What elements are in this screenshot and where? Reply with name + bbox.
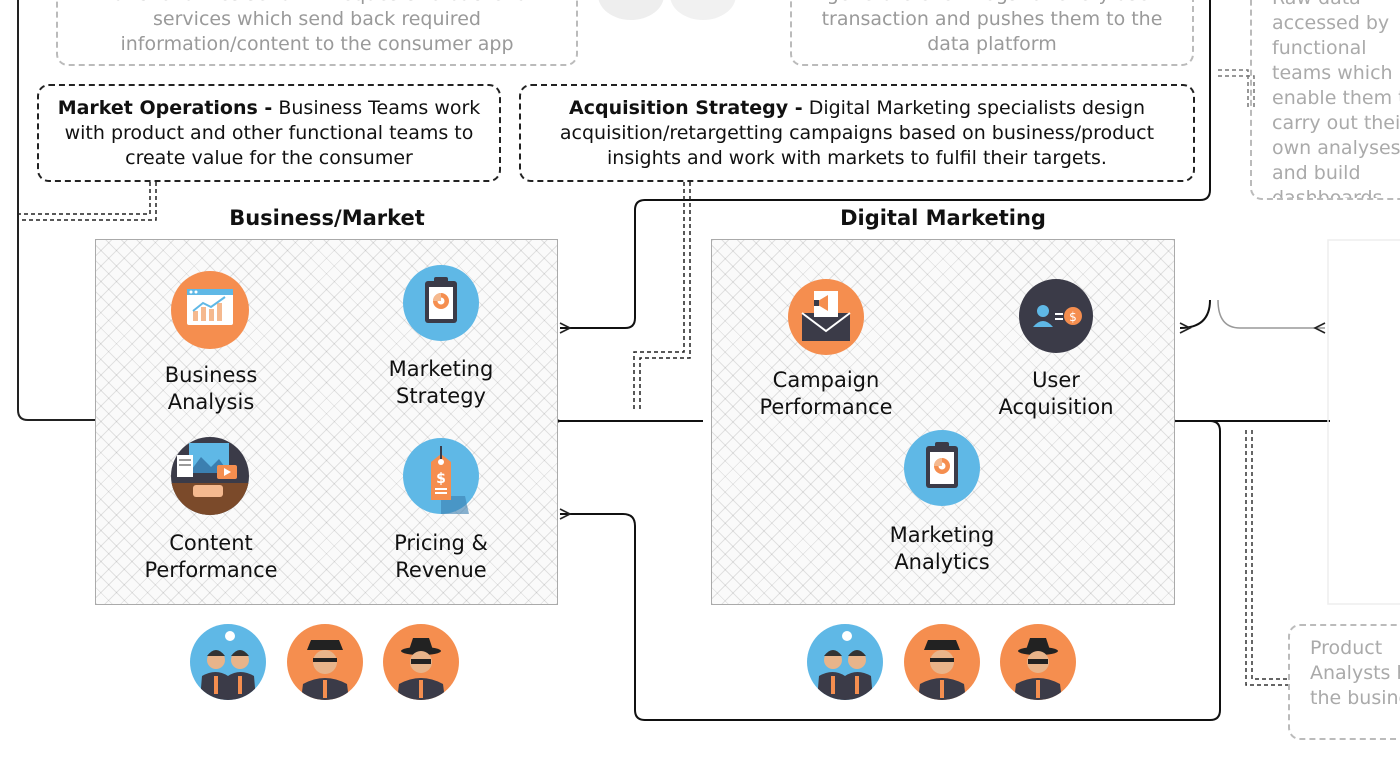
team-pair-avatar-icon <box>807 624 883 700</box>
svg-text:$: $ <box>1069 310 1077 324</box>
content-performance-label: Content Performance <box>144 531 278 582</box>
team-pair-avatar-icon <box>190 624 266 700</box>
officer-avatar-icon <box>904 624 980 700</box>
price-tag-icon: $ <box>403 438 479 514</box>
market-operations-heading: Market Operations - <box>57 97 273 119</box>
pricing-revenue-label: Pricing & Revenue <box>394 531 488 582</box>
feedback-loop-line <box>559 420 1221 721</box>
left-feed-line <box>17 0 95 421</box>
platform-logo-circles <box>598 0 738 20</box>
digital-marketing-panel: Campaign Performance $ User Acquisition … <box>711 239 1175 605</box>
megaphone-envelope-icon <box>788 279 864 355</box>
user-acquisition-label: User Acquisition <box>998 368 1114 419</box>
media-content-icon <box>171 437 249 515</box>
acquisition-strategy-text: Digital Marketing specialists design acq… <box>559 97 1155 169</box>
business-analysis-label: Business Analysis <box>164 363 258 414</box>
marketing-strategy-label: Marketing Strategy <box>388 357 494 408</box>
clipboard-pie-icon <box>904 430 980 506</box>
business-market-panel: Business Analysis Marketing Strategy <box>95 239 558 605</box>
user-coin-icon: $ <box>1019 279 1093 353</box>
marketing-analytics-label: Marketing Analytics <box>889 523 995 574</box>
business-team-avatars <box>190 624 470 700</box>
digital-team-avatars <box>807 624 1087 700</box>
svg-text:$: $ <box>436 471 446 487</box>
event-logs-note: generate event logs for every user trans… <box>790 0 1194 66</box>
campaign-performance-label: Campaign Performance <box>759 368 893 419</box>
spy-avatar-icon <box>383 624 459 700</box>
product-analysts-note: Product Analysts help the business <box>1288 624 1400 740</box>
digital-marketing-title: Digital Marketing <box>840 206 1046 230</box>
analytics-chart-icon <box>171 271 249 349</box>
data-platform-line <box>559 0 1211 334</box>
acquisition-strategy-note: Acquisition Strategy - Digital Marketing… <box>519 84 1195 182</box>
acquisition-strategy-heading: Acquisition Strategy - <box>569 97 803 119</box>
backend-services-note: functionalities send API requests to bac… <box>56 0 578 66</box>
market-operations-text: Business Teams work with product and oth… <box>64 97 481 169</box>
clipboard-pie-icon <box>403 265 479 341</box>
spy-avatar-icon <box>1000 624 1076 700</box>
raw-data-note: Raw data accessed by functional teams wh… <box>1250 0 1400 200</box>
business-market-title: Business/Market <box>229 206 425 230</box>
officer-avatar-icon <box>287 624 363 700</box>
market-operations-note: Market Operations - Business Teams work … <box>37 84 501 182</box>
